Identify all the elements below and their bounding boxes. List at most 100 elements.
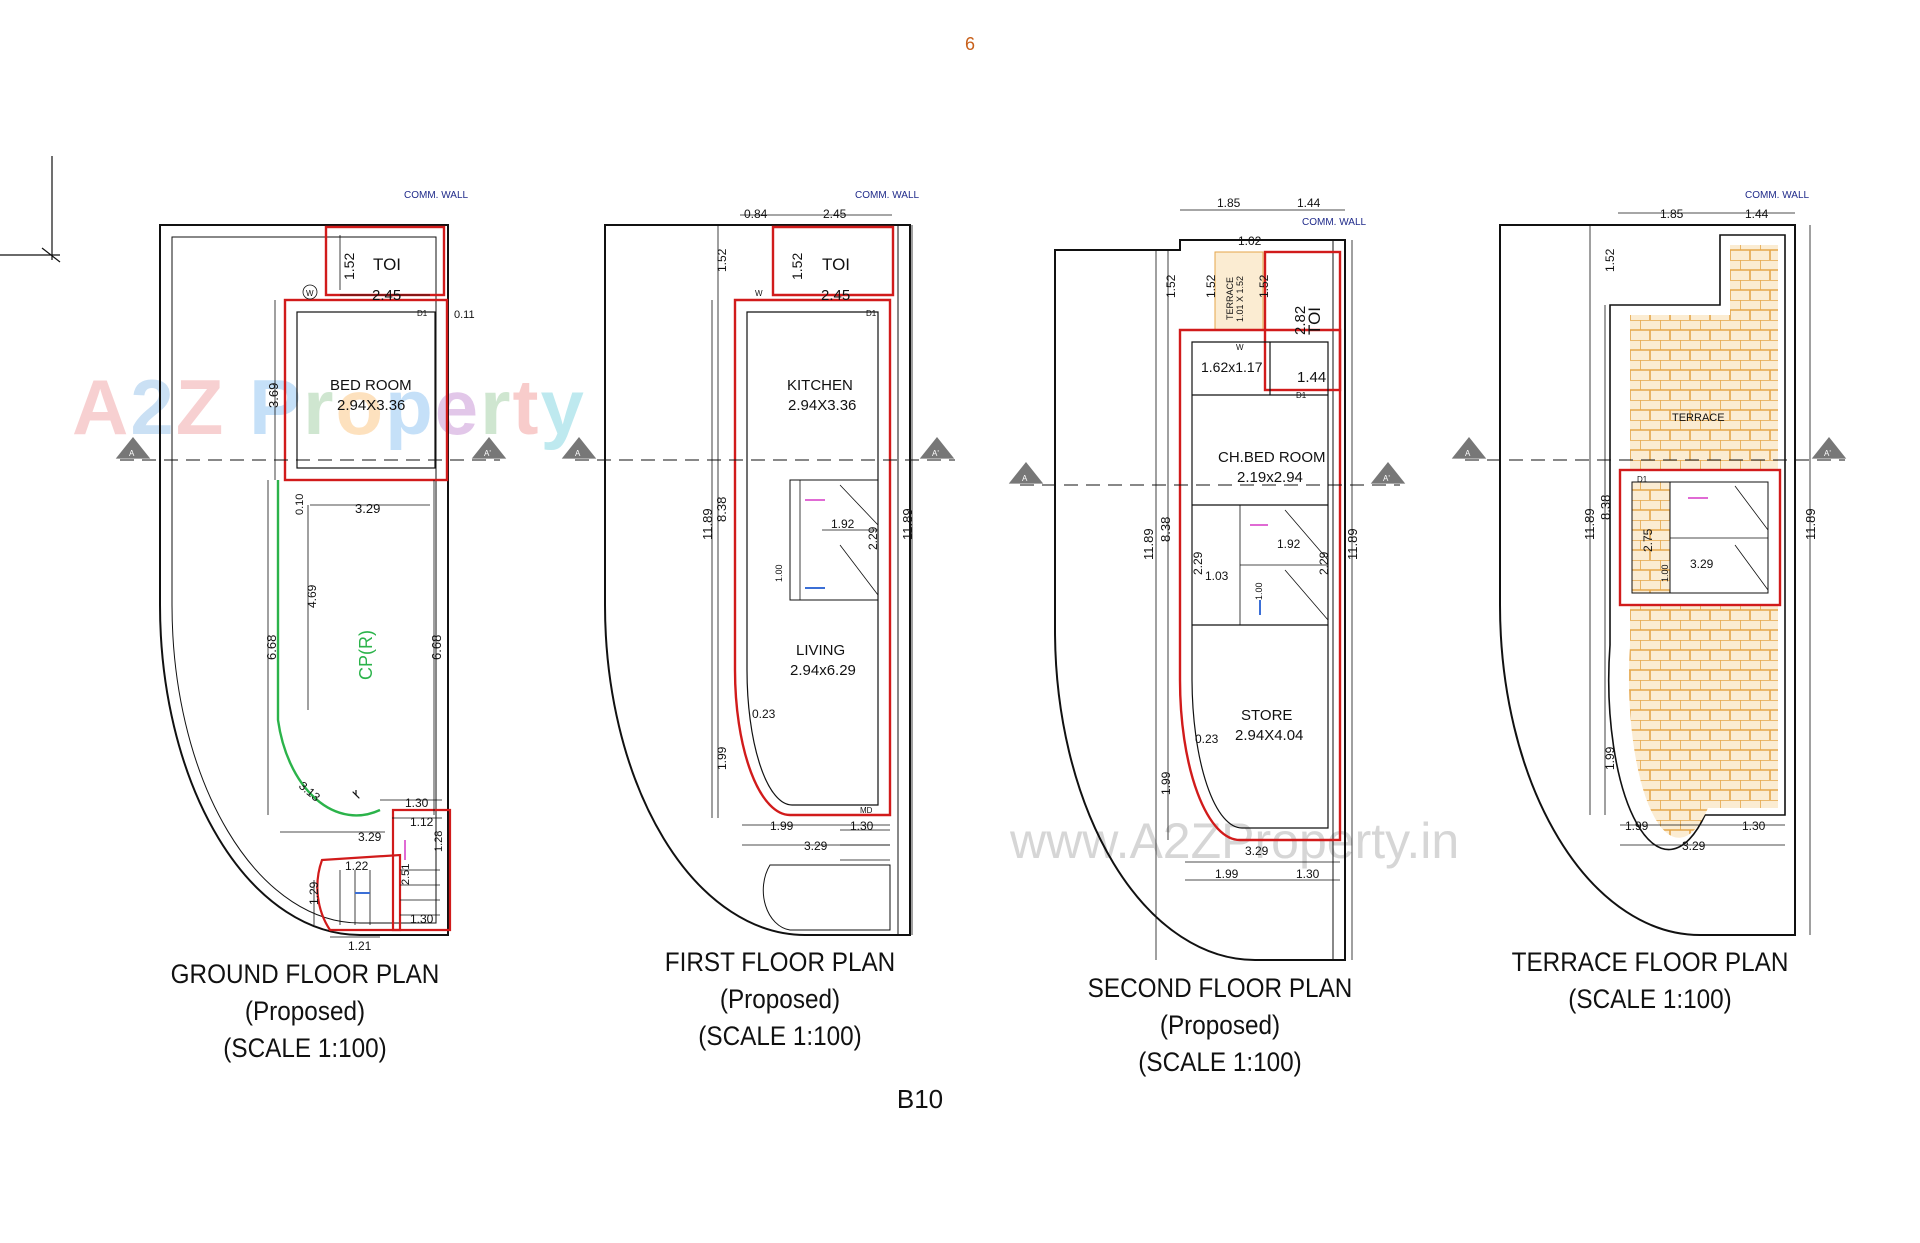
second-outer-wall	[1054, 239, 1346, 961]
first-living-size: 2.94x6.29	[790, 662, 856, 679]
second-store-name: STORE	[1241, 707, 1292, 724]
section-tag: A	[129, 449, 135, 458]
dim-label: 2.82	[1292, 306, 1309, 335]
dim-label: 11.89	[900, 508, 915, 540]
section-tag: A	[1465, 449, 1471, 458]
dim-label: 8.38	[714, 497, 729, 522]
section-tag: A	[1022, 474, 1028, 483]
dim-label: 0.10	[294, 494, 306, 515]
terrace-label: TERRACE	[1672, 412, 1725, 424]
terrace-floor-caption: TERRACE FLOOR PLAN (SCALE 1:100)	[1497, 944, 1803, 1018]
dim-label: 1.00	[774, 564, 784, 582]
terrace-section-marker-right	[1811, 437, 1847, 459]
comm-wall-label: COMM. WALL	[855, 190, 920, 201]
dim-label: 3.29	[355, 501, 380, 516]
dim-label: 8.38	[1598, 495, 1613, 520]
dim-label: 11.89	[1803, 508, 1818, 540]
dim-label: 1.99	[715, 746, 729, 770]
dim-label: 6.68	[264, 635, 279, 660]
section-tag: A'	[484, 449, 491, 458]
dim-label: 1.85	[1217, 196, 1241, 210]
dim-label: 1.52	[1603, 248, 1617, 272]
first-outer-wall	[604, 224, 911, 936]
first-floor-labels: COMM. WALL TOI KITCHEN 2.94X3.36 LIVING …	[575, 190, 939, 853]
first-kitchen-size: 2.94X3.36	[788, 397, 856, 414]
dim-label: 1.52	[715, 248, 729, 272]
dim-label: 3.29	[1682, 839, 1706, 853]
dim-label: 1.02	[1238, 234, 1262, 248]
terrace-dim-lines	[1589, 212, 1811, 935]
dim-label: 2.29	[1191, 551, 1205, 575]
dim-label: 8.38	[1158, 517, 1173, 542]
caption-line: (Proposed)	[719, 984, 841, 1014]
door-tag: W	[755, 289, 763, 298]
dim-label: 3.29	[358, 830, 382, 844]
dim-label: 2.45	[372, 287, 401, 304]
ground-dim-lines	[267, 235, 442, 938]
door-tag: D1	[417, 309, 428, 318]
dim-label: 1.30	[1296, 867, 1320, 881]
caption-line: FIRST FLOOR PLAN	[664, 947, 896, 977]
second-floor-plan	[1008, 209, 1406, 961]
dim-label: 1.12	[410, 815, 434, 829]
door-tag: D1	[1296, 391, 1307, 400]
first-toi-label: TOI	[822, 255, 850, 274]
terrace-outer-wall	[1499, 224, 1796, 936]
second-toi-boundary	[1263, 250, 1342, 392]
caption-line: (SCALE 1:100)	[223, 1033, 387, 1063]
dim-label: 1.44	[1297, 196, 1321, 210]
dim-label: 2.51	[400, 864, 412, 885]
dim-label: 2.45	[821, 287, 850, 304]
dim-label: 1.28	[433, 831, 445, 852]
dim-label: 0.11	[454, 309, 475, 321]
dim-label: 1.22	[345, 859, 369, 873]
section-tag: A'	[1383, 474, 1390, 483]
first-dim-lines	[711, 214, 913, 935]
dim-label: 1.00	[1660, 564, 1670, 582]
dim-label: 3.69	[266, 383, 281, 408]
second-terrace-label: TERRACE	[1225, 277, 1235, 320]
dim-label: 1.52	[1257, 274, 1271, 298]
first-section-marker-right	[919, 437, 955, 459]
second-store-size: 2.94X4.04	[1235, 727, 1303, 744]
caption-line: TERRACE FLOOR PLAN	[1511, 947, 1789, 977]
ground-floor-plan	[115, 224, 507, 938]
ground-section-marker-left	[115, 437, 151, 459]
dim-label: 4.69	[305, 584, 319, 608]
ground-parking-label: CP(R)	[356, 630, 376, 680]
first-floor-plan	[561, 214, 955, 936]
door-tag: W	[306, 289, 314, 298]
dim-label: 1.30	[410, 912, 434, 926]
dim-label: 11.89	[1345, 528, 1360, 560]
section-tag: A'	[932, 449, 939, 458]
dim-label: 1.00	[1254, 582, 1264, 600]
terrace-floor-plan	[1451, 212, 1847, 936]
ground-outer-wall	[159, 224, 449, 936]
dim-label: 2.29	[1317, 551, 1331, 575]
caption-line: (SCALE 1:100)	[698, 1021, 862, 1051]
second-section-marker-right	[1370, 462, 1406, 484]
terrace-section-marker-left	[1451, 437, 1487, 459]
dim-label: 1.92	[1277, 537, 1301, 551]
dim-label: 1.44	[1745, 207, 1769, 221]
dim-label: 2.75	[1641, 528, 1655, 552]
ground-floor-labels: COMM. WALL TOI BED ROOM 2.94X3.36 CP(R) …	[129, 190, 491, 953]
second-small-room-size: 1.62x1.17	[1201, 359, 1263, 375]
section-tag: A'	[1824, 449, 1831, 458]
dim-label: 0.23	[1195, 732, 1219, 746]
caption-line: GROUND FLOOR PLAN	[170, 959, 440, 989]
ground-section-marker-right	[471, 437, 507, 459]
dim-label: 1.99	[1159, 771, 1173, 795]
second-chbed-name: CH.BED ROOM	[1218, 449, 1326, 466]
first-living-name: LIVING	[796, 642, 845, 659]
door-tag: D1	[1637, 475, 1648, 484]
section-tag: A	[575, 449, 581, 458]
page-number: 6	[964, 34, 975, 54]
second-section-marker-left	[1008, 462, 1044, 484]
first-floor-caption: FIRST FLOOR PLAN (Proposed) (SCALE 1:100…	[645, 944, 915, 1055]
sheet-code: B10	[896, 1084, 944, 1114]
dim-label: 2.29	[866, 526, 880, 550]
dim-label: 3.29	[1690, 557, 1714, 571]
door-tag: D1	[866, 309, 877, 318]
